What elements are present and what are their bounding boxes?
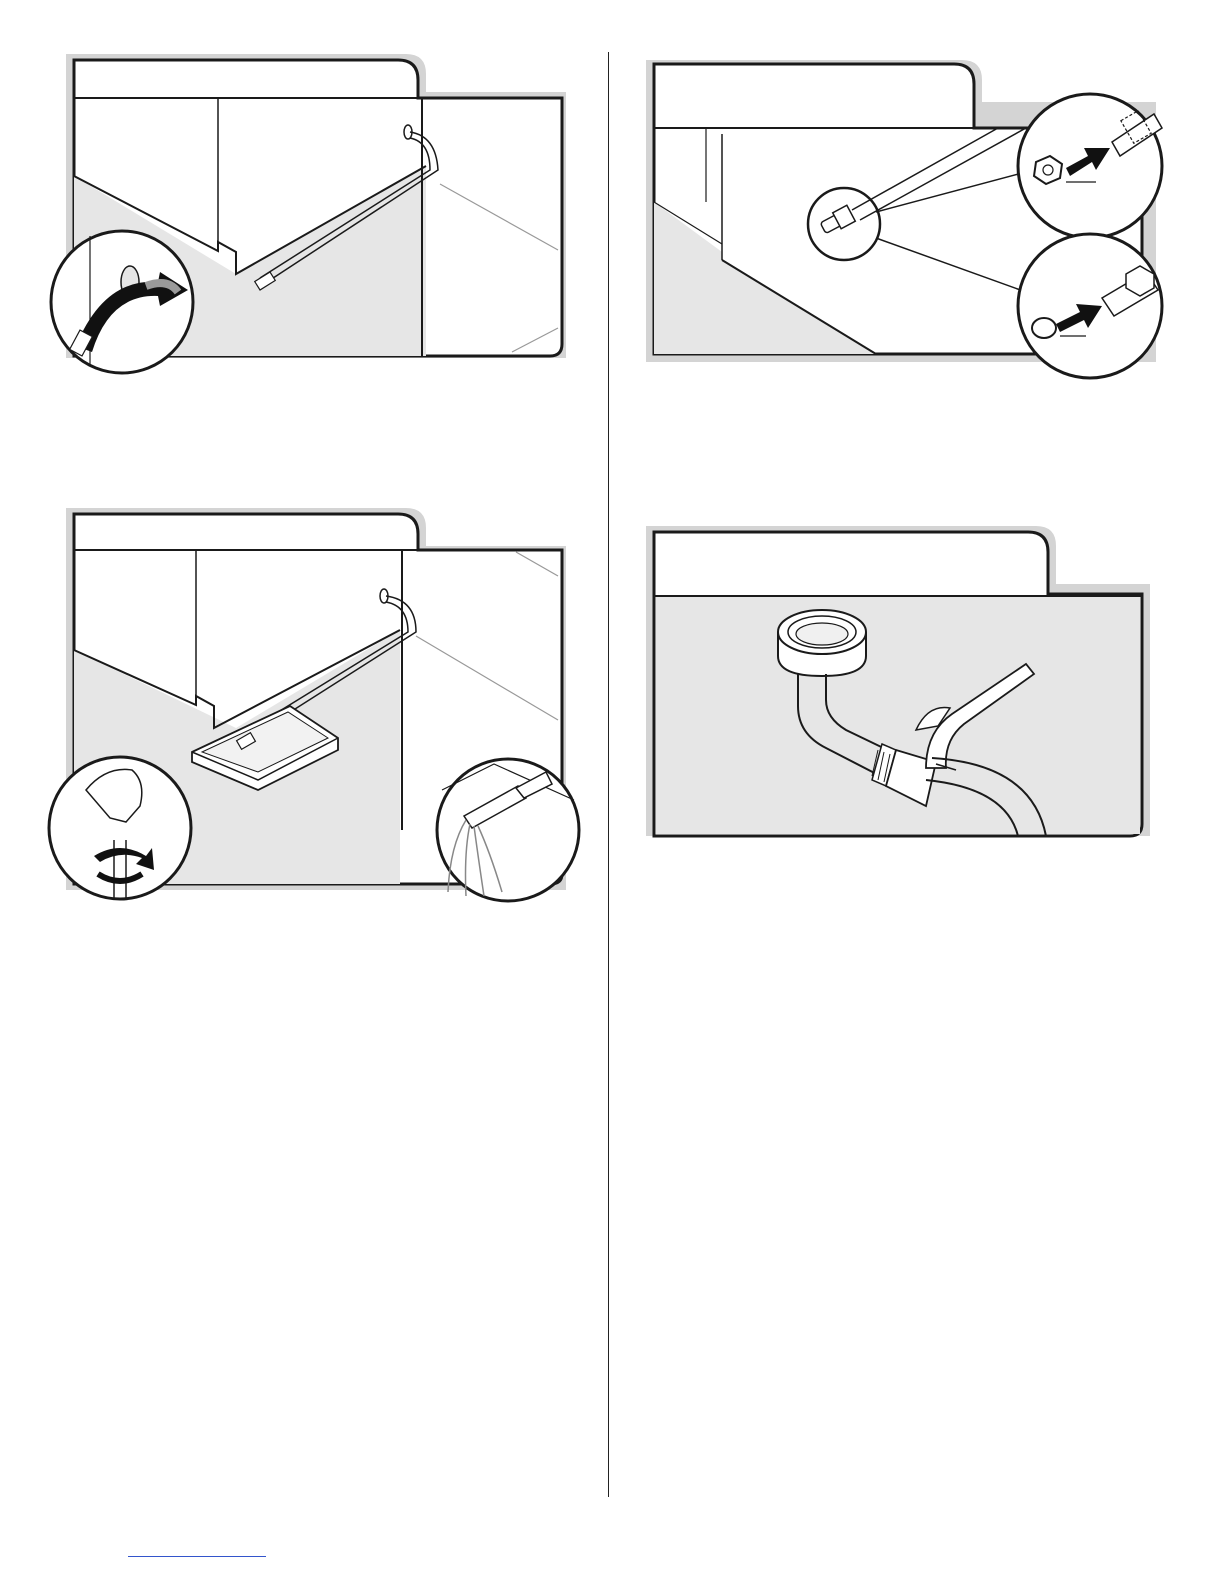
step-label — [656, 66, 694, 104]
illustration-step-flush-line — [46, 500, 586, 910]
footer-link-underline[interactable] — [128, 1556, 266, 1557]
illustration-step-tighten-fitting — [626, 518, 1166, 848]
column-divider — [608, 52, 609, 1497]
step-label — [76, 516, 114, 554]
step-label — [656, 534, 694, 572]
illustration-step-compression-fitting — [626, 52, 1166, 382]
step-label — [76, 62, 114, 100]
route-line-drawing — [46, 46, 586, 376]
compression-fitting-drawing — [626, 52, 1166, 382]
flush-line-drawing — [46, 500, 586, 910]
elbow-wrench-drawing — [626, 518, 1166, 848]
illustration-step-route-line — [46, 46, 586, 376]
